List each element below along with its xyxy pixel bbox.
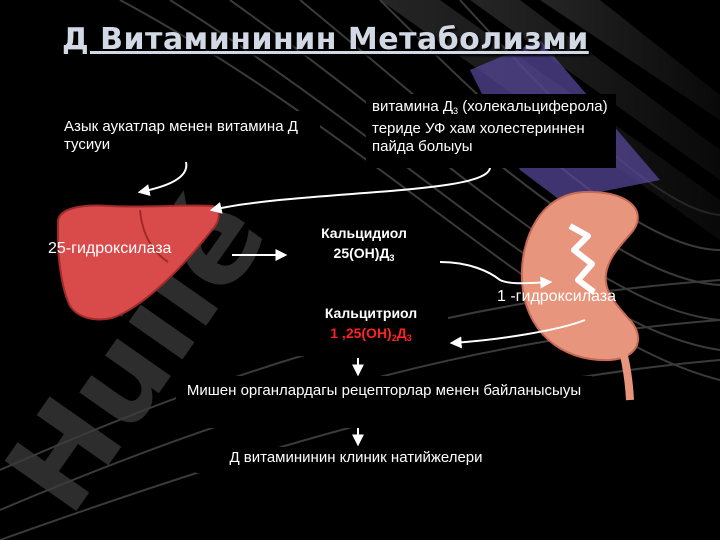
calcidiol-formula: 25(OH)Д3 (333, 245, 395, 263)
calcitriol-name: Кальцитриол (324, 305, 418, 321)
flow-arrows (137, 161, 586, 447)
kidney-enzyme-label: 1 -гидроксилаза (497, 288, 616, 305)
liver-enzyme-label: 25-гидроксилаза (48, 240, 172, 257)
skin-synthesis-box: витамина Д3 (холекальциферола) териде УФ… (366, 94, 616, 168)
skin-synthesis-line1: витамина Д (372, 98, 454, 115)
skin-synthesis-rest: (холекальциферола) териде УФ хам холесте… (372, 98, 608, 155)
clinical-effects-box: Д витамининин клиник натийжелери (196, 447, 516, 473)
calcitriol-box: Кальцитриол 1 ,25(OH)2Д3 (294, 298, 448, 356)
calcidiol-name: Кальцидиол (321, 225, 407, 241)
calcidiol-box: Кальцидиол 25(OH)Д3 (288, 219, 440, 271)
page-title: Д Витамининин Метаболизми (62, 22, 589, 57)
calcitriol-formula: 1 ,25(OH)2Д3 (330, 325, 412, 343)
liver-lobe-line (139, 209, 169, 263)
liver-illustration (57, 204, 220, 321)
kidney-illustration (520, 190, 639, 401)
skin-synthesis-sub: 3 (453, 106, 459, 116)
receptor-binding-box: Мишен органлардагы рецепторлар менен бай… (176, 376, 592, 428)
intake-box: Азык аукатлар менен витамина Д тусиуи (58, 111, 320, 162)
